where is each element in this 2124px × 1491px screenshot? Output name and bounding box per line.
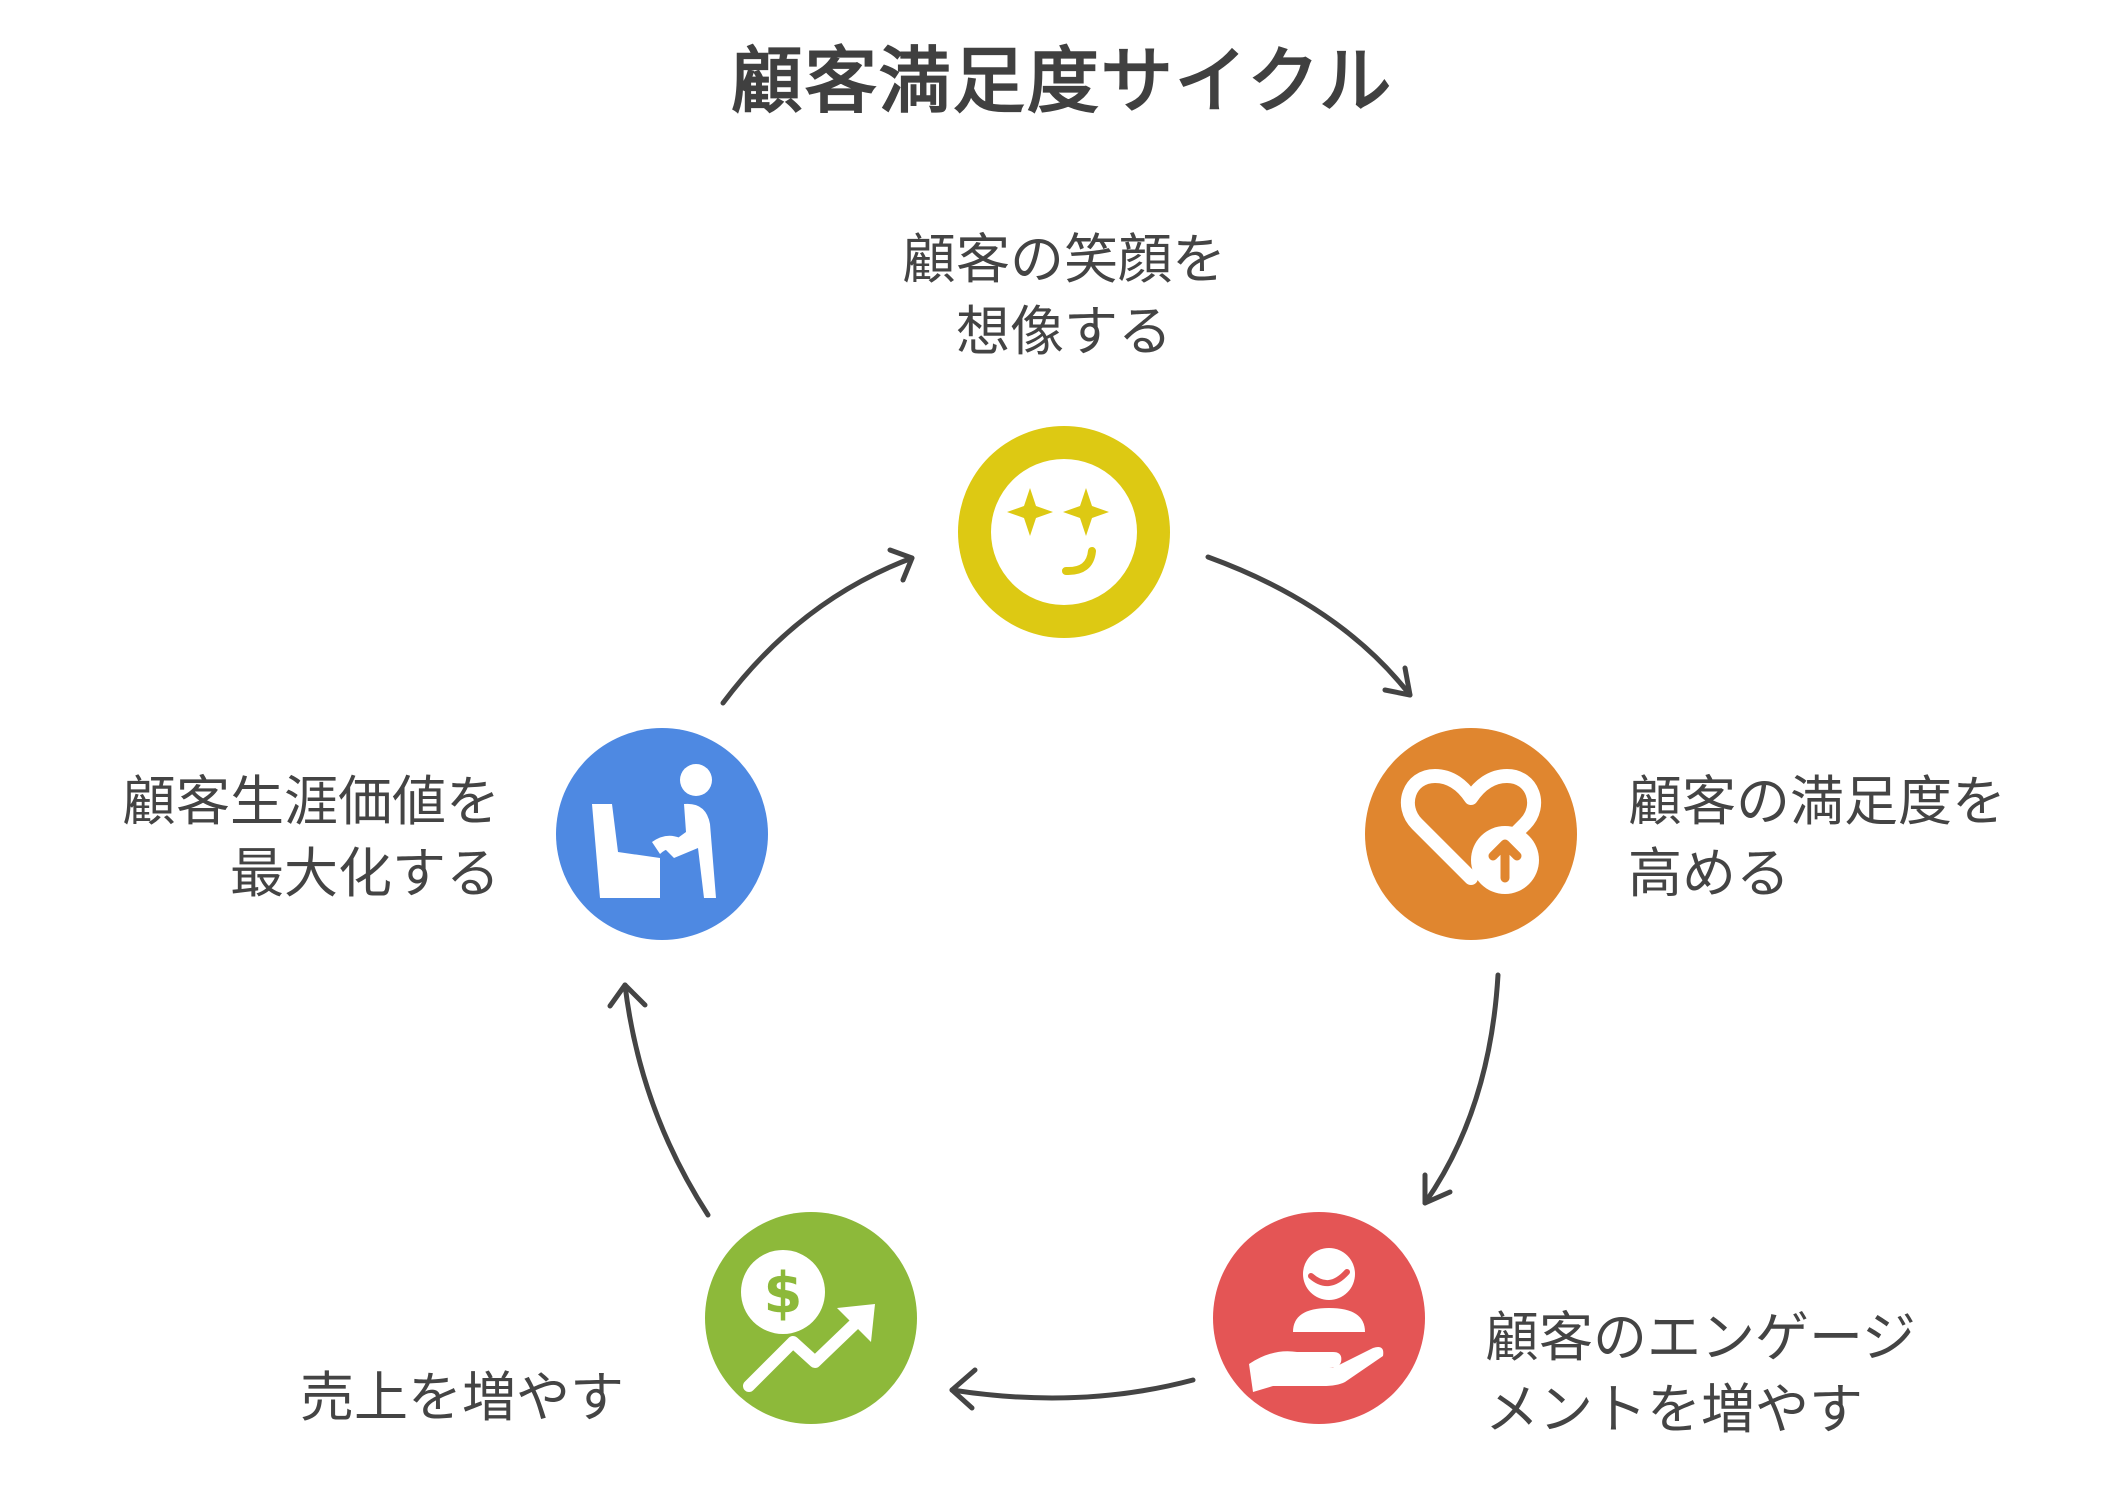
step-label-satisfaction: 顧客の満足度を 高める [1628, 770, 2006, 905]
arrowhead-engagement-to-sales [949, 1367, 978, 1411]
heart-with-up-arrow-icon [1365, 728, 1577, 940]
arrow-imagine-to-satisfaction [1205, 554, 1413, 698]
starry-eyed-face-icon [958, 426, 1170, 638]
step-label-imagine: 顧客の笑顔を 想像する [902, 228, 1226, 363]
step-node-satisfaction [1365, 728, 1577, 940]
arrow-lifetime-to-imagine [720, 555, 915, 706]
arrowhead-imagine-to-satisfaction [1382, 665, 1413, 698]
svg-text:$: $ [764, 1261, 803, 1326]
arrow-sales-to-lifetime [622, 982, 711, 1218]
arrowhead-sales-to-lifetime [607, 982, 648, 1009]
arrowhead-lifetime-to-imagine [887, 547, 915, 583]
step-label-engagement: 顧客のエンゲージ メントを増やす [1485, 1306, 1916, 1441]
arrow-satisfaction-to-engagement [1422, 972, 1501, 1206]
person-at-desk-icon [556, 728, 768, 940]
step-node-imagine [958, 426, 1170, 638]
diagram-title: 顧客満足度サイクル [730, 39, 1394, 123]
arrowhead-satisfaction-to-engagement [1422, 1172, 1453, 1206]
step-label-lifetime: 顧客生涯価値を 最大化する [122, 770, 500, 905]
step-node-lifetime [556, 728, 768, 940]
dollar-rising-chart-icon: $ [705, 1212, 917, 1424]
step-node-sales: $ [705, 1212, 917, 1424]
person-on-hand-icon [1213, 1212, 1425, 1424]
arrow-engagement-to-sales [949, 1377, 1196, 1401]
step-node-engagement [1213, 1212, 1425, 1424]
step-label-sales: 売上を増やす [300, 1366, 624, 1429]
